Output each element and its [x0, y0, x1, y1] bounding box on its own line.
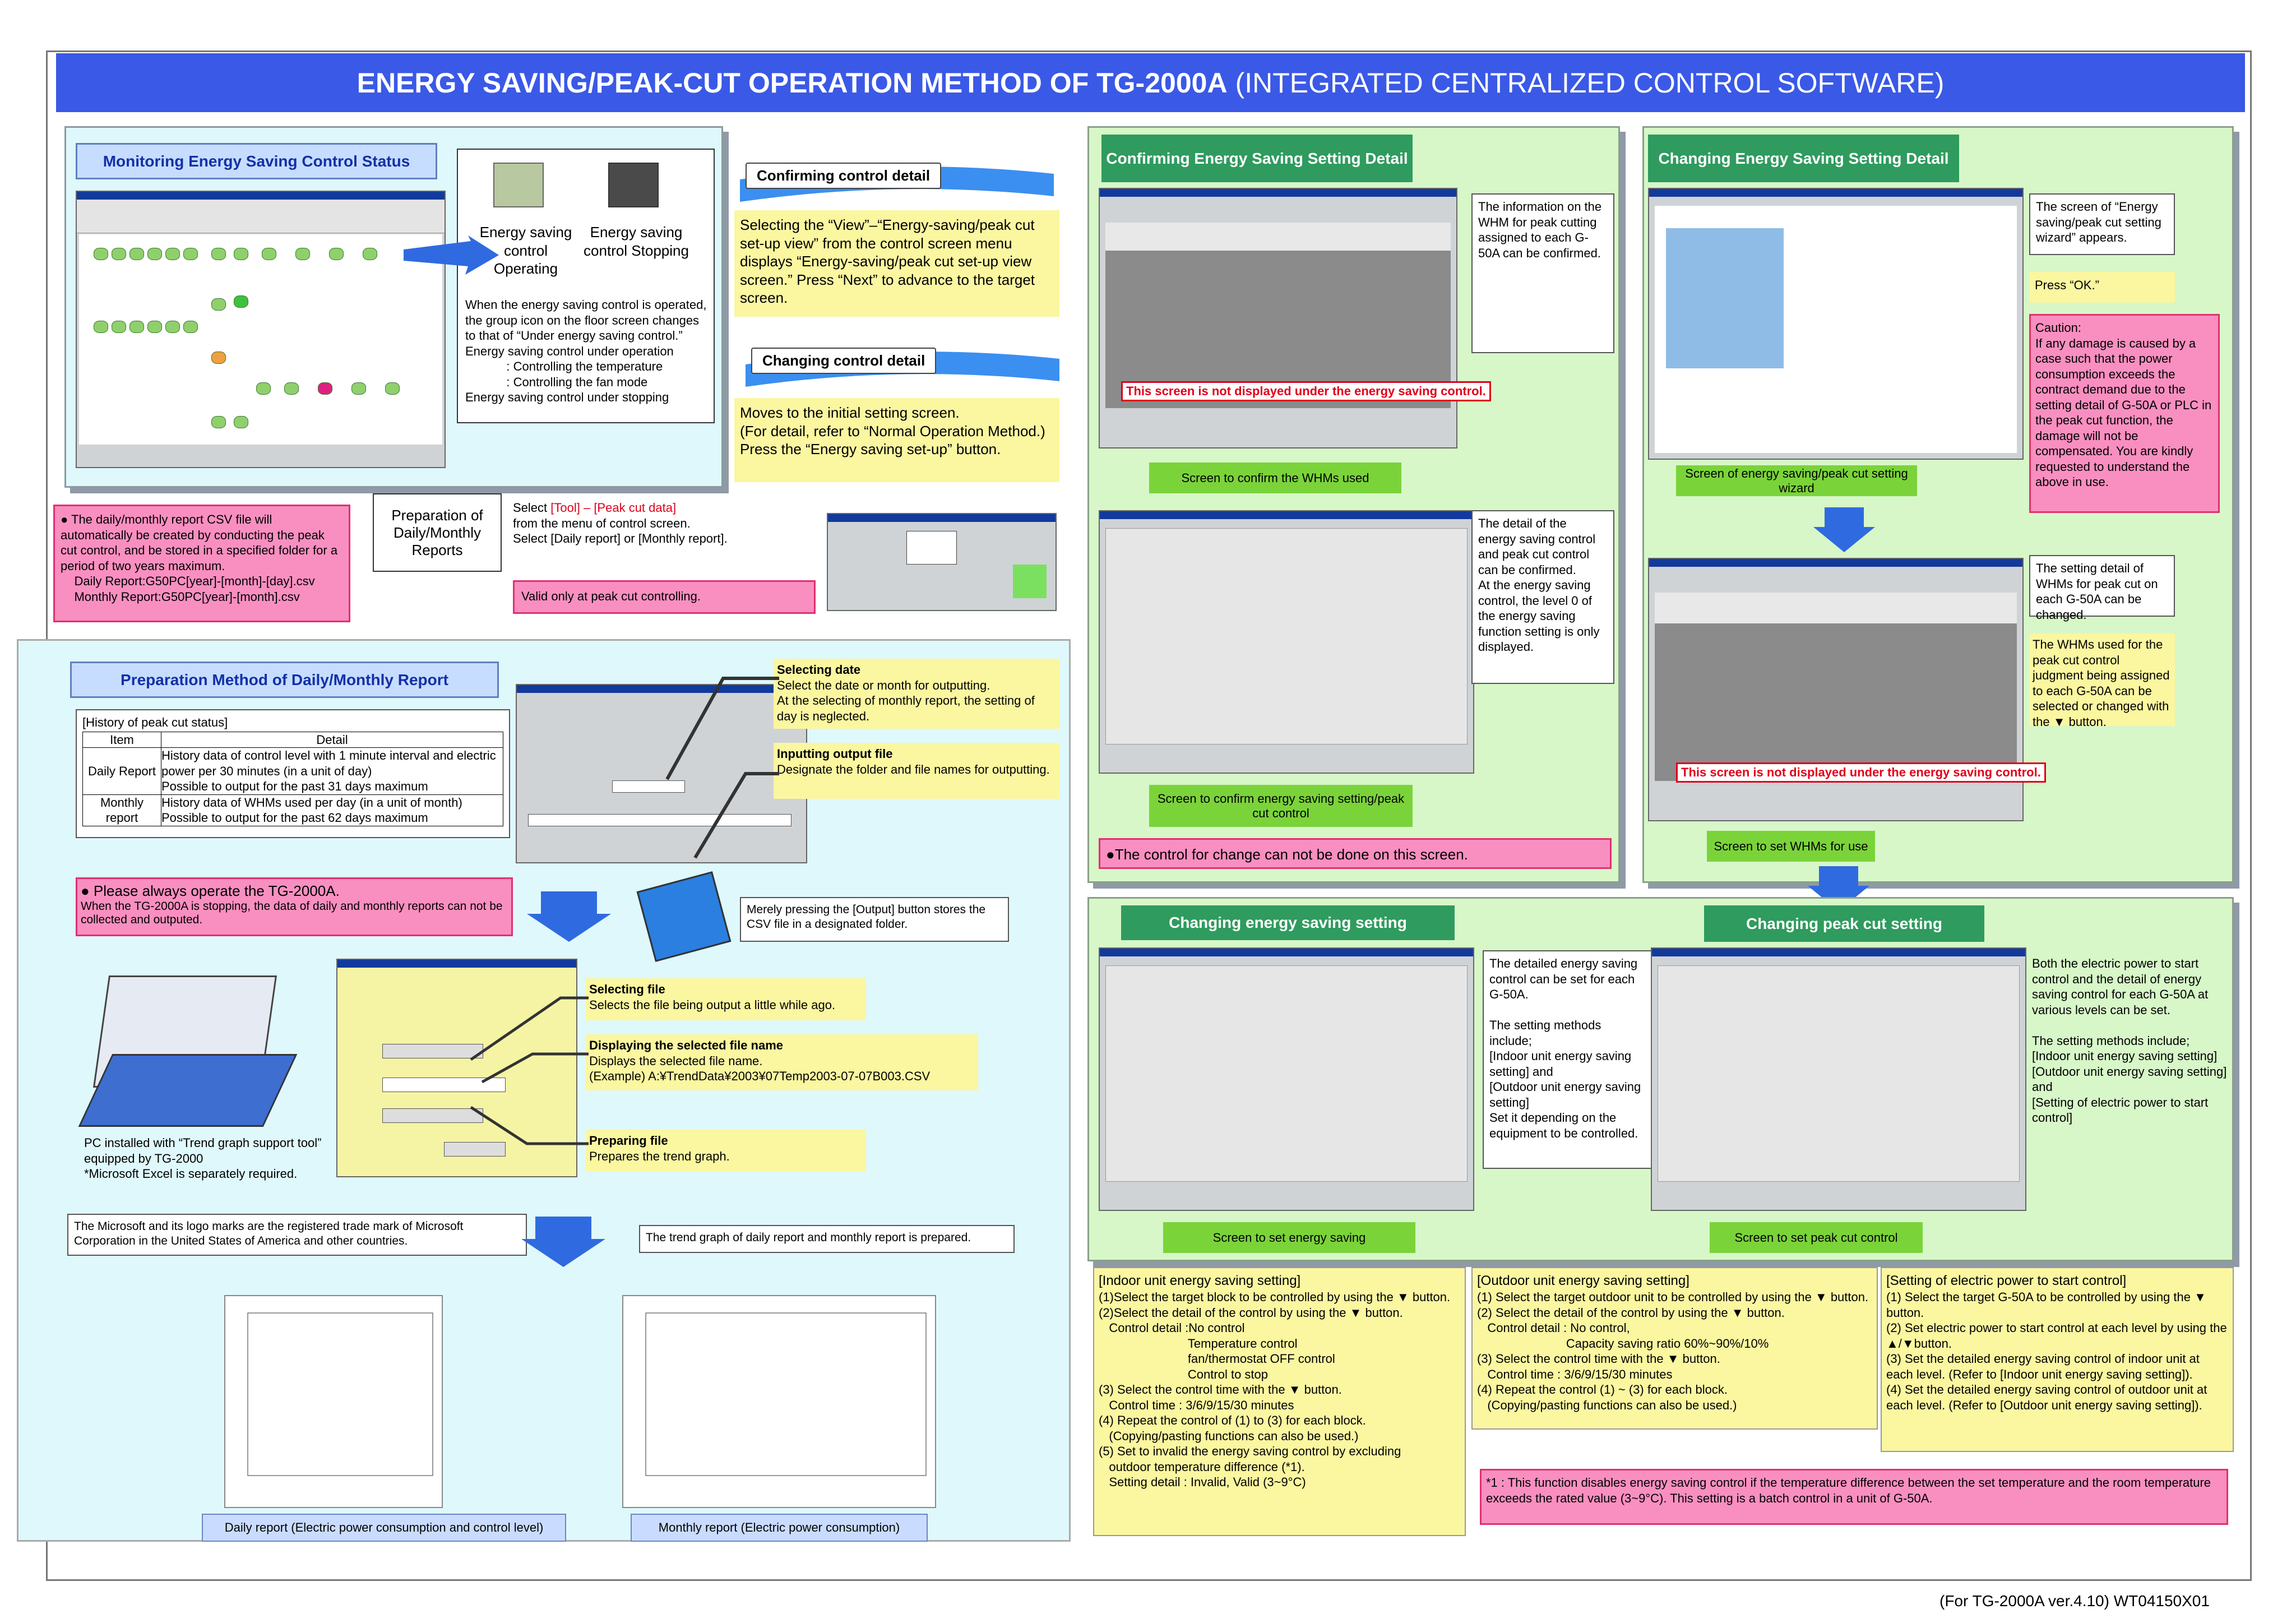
bar-whm-set: Screen to set WHMs for use: [1707, 831, 1875, 862]
daily-chart: [224, 1295, 443, 1508]
whm-confirm-screenshot: [1099, 188, 1457, 448]
changing-peak-info: Both the electric power to start control…: [2032, 956, 2228, 1180]
press-ok-note: Press “OK.”: [2029, 272, 2175, 303]
not-displayed-note-1: This screen is not displayed under the e…: [1121, 381, 1491, 401]
arrow-to-icons: [404, 235, 499, 275]
peak-set-screenshot: [1651, 947, 2026, 1211]
energy-set-screenshot: [1099, 947, 1474, 1211]
bar-confirm-whms: Screen to confirm the WHMs used: [1149, 463, 1401, 493]
csv-note: ● The daily/monthly report CSV file will…: [53, 505, 350, 622]
change-setting-heading: Changing Energy Saving Setting Detail: [1648, 135, 1959, 182]
whm-set-screenshot: [1648, 558, 2024, 821]
operate-note: ● Please always operate the TG-2000A.Whe…: [76, 877, 513, 936]
operating-label: Energy saving control Operating: [479, 224, 572, 277]
footer-code: (For TG-2000A ver.4.10) WT04150X01: [1939, 1592, 2210, 1610]
bar-peak-set: Screen to set peak cut control: [1710, 1222, 1923, 1253]
cannot-change-note: ●The control for change can not be done …: [1099, 838, 1612, 869]
indoor-setting-box: [Indoor unit energy saving setting](1)Se…: [1093, 1267, 1466, 1536]
detail-info: The detail of the energy saving control …: [1471, 510, 1614, 684]
leader-lines: [665, 677, 779, 859]
history-title: [History of peak cut status]: [82, 715, 228, 729]
keyboard-icon: [78, 1054, 298, 1127]
output-note: Merely pressing the [Output] button stor…: [740, 897, 1009, 942]
page-title: ENERGY SAVING/PEAK-CUT OPERATION METHOD …: [56, 53, 2245, 112]
whm-change-info: The setting detail of WHMs for peak cut …: [2029, 555, 2175, 622]
stopping-label: Energy saving control Stopping: [584, 224, 689, 259]
change-detail-callout: Changing control detail: [751, 348, 937, 374]
trademark-note: The Microsoft and its logo marks are the…: [67, 1214, 527, 1256]
valid-only-note: Valid only at peak cut controlling.: [513, 580, 816, 614]
bar-confirm-energy: Screen to confirm energy saving setting/…: [1149, 785, 1413, 827]
title-main: ENERGY SAVING/PEAK-CUT OPERATION METHOD …: [357, 67, 1228, 99]
electric-setting-box: [Setting of electric power to start cont…: [1881, 1267, 2234, 1452]
confirm-setting-heading: Confirming Energy Saving Setting Detail: [1101, 135, 1413, 182]
plot-area: [645, 1312, 927, 1476]
down-arrow-icon: [527, 891, 611, 942]
pc-note: PC installed with “Trend graph support t…: [84, 1136, 322, 1181]
changing-peak-heading: Changing peak cut setting: [1704, 905, 1984, 942]
wizard-info: The screen of “Energy saving/peak cut se…: [2029, 193, 2175, 255]
title-sub: (INTEGRATED CENTRALIZED CONTROL SOFTWARE…: [1235, 67, 1945, 99]
whm-info: The information on the WHM for peak cutt…: [1471, 193, 1614, 353]
excel-leader-lines: [470, 996, 589, 1145]
prep-select: Select [Tool] – [Peak cut data]from the …: [513, 501, 728, 545]
monthly-caption: Monthly report (Electric power consumpti…: [631, 1514, 928, 1542]
monthly-chart: [622, 1295, 936, 1508]
floor-screen-screenshot: [76, 191, 446, 468]
stopping-unit-icon: [608, 163, 659, 207]
prep-method-heading: Preparation Method of Daily/Monthly Repo…: [70, 662, 499, 698]
changing-energy-heading: Changing energy saving setting: [1121, 905, 1455, 940]
down-arrow-icon-3: [1813, 507, 1875, 552]
outdoor-setting-box: [Outdoor unit energy saving setting](1) …: [1471, 1267, 1878, 1430]
changing-energy-info: The detailed energy saving control can b…: [1483, 950, 1654, 1169]
footnote: *1 : This function disables energy savin…: [1480, 1469, 2228, 1525]
confirm-detail-callout: Confirming control detail: [746, 163, 942, 189]
prep-reports-label: Preparation of Daily/Monthly Reports: [373, 493, 502, 572]
monitor-heading: Monitoring Energy Saving Control Status: [76, 143, 437, 179]
caution-note: Caution: If any damage is caused by a ca…: [2029, 314, 2220, 513]
down-arrow-icon-4: [1808, 866, 1869, 911]
bar-wizard: Screen of energy saving/peak cut setting…: [1676, 465, 1917, 496]
not-displayed-note-2: This screen is not displayed under the e…: [1676, 762, 2046, 783]
monitor-description: When the energy saving control is operat…: [465, 298, 707, 404]
down-arrow-icon-2: [521, 1217, 605, 1267]
trend-note: The trend graph of daily report and mont…: [639, 1225, 1015, 1253]
whm-select-info: The WHMs used for the peak cut control j…: [2029, 634, 2175, 729]
energy-detail-screenshot: [1099, 510, 1474, 774]
operating-unit-icon: [493, 163, 544, 207]
bar-energy-set: Screen to set energy saving: [1163, 1222, 1415, 1253]
plot-area: [247, 1312, 433, 1476]
daily-caption: Daily report (Electric power consumption…: [202, 1514, 566, 1542]
wizard-screenshot: [1648, 188, 2024, 460]
tool-menu-screenshot: [827, 513, 1057, 611]
change-detail-text: Moves to the initial setting screen. (Fo…: [734, 398, 1059, 482]
confirm-detail-text: Selecting the “View”–“Energy-saving/peak…: [734, 210, 1059, 317]
